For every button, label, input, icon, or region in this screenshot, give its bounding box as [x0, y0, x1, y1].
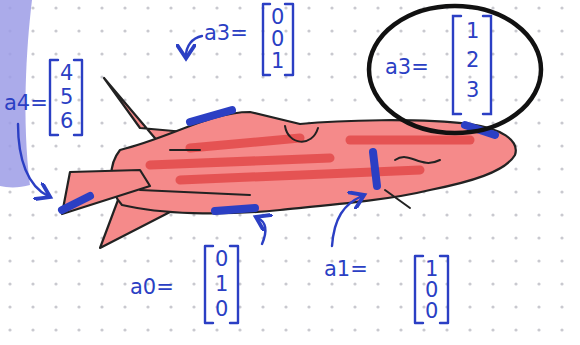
- vector-entry: 0: [425, 279, 438, 301]
- vector-entry: 0: [425, 300, 438, 322]
- vector-name: a0=: [130, 276, 174, 298]
- vector-entry: 1: [466, 20, 479, 42]
- vector-entry: 1: [425, 258, 438, 280]
- vector-name: a3=: [385, 56, 429, 78]
- vector-name: a3=: [204, 22, 248, 44]
- vector-entry: 6: [60, 110, 73, 132]
- vector-entry: 0: [271, 28, 284, 50]
- vector-entry: 3: [466, 79, 479, 101]
- vector-entry: 5: [60, 86, 73, 108]
- vector-entry: 0: [215, 298, 228, 320]
- vector-entry: 0: [215, 248, 228, 270]
- vector-entry: 1: [271, 50, 284, 72]
- vector-entry: 4: [60, 62, 73, 84]
- zoom-circle: a3= 1 2 3: [365, 2, 545, 137]
- vector-name: a4=: [4, 92, 48, 114]
- vector-entry: 0: [271, 6, 284, 28]
- vector-entry: 1: [215, 273, 228, 295]
- vector-name: a1=: [324, 258, 368, 280]
- vector-entry: 2: [466, 49, 479, 71]
